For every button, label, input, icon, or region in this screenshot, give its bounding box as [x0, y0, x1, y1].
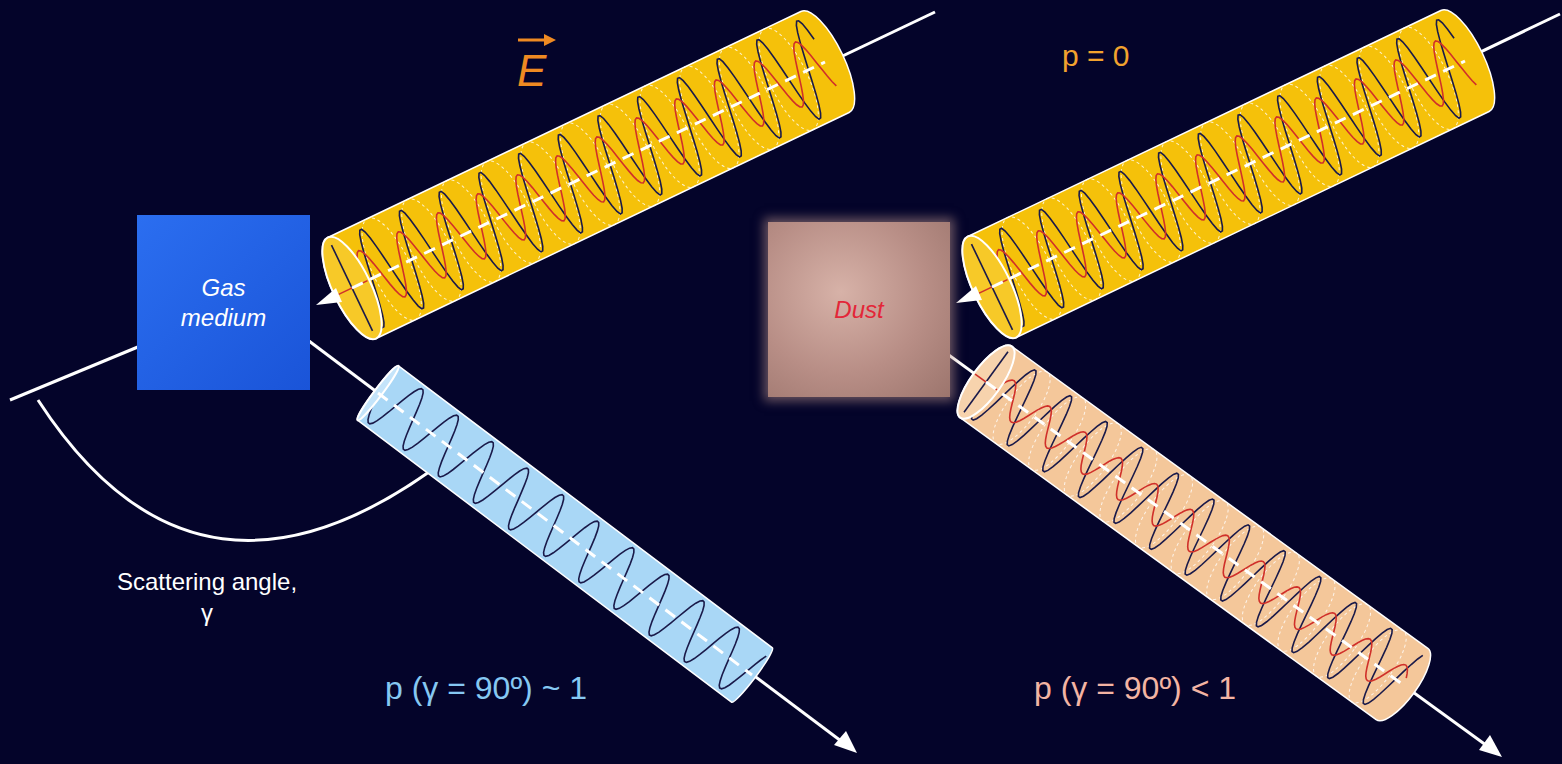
dust-box: Dust [768, 222, 950, 397]
e-field-wave [360, 369, 770, 699]
e-field-wave [976, 368, 1413, 699]
polarization-value: p (γ = 90º) < 1 [1034, 668, 1236, 710]
beam-body [951, 2, 1507, 345]
arrowhead [1479, 735, 1502, 757]
reference-ray [10, 344, 145, 400]
polarized-ribbon [354, 363, 775, 704]
medium-label: Gas medium [164, 273, 284, 333]
arrowhead [956, 286, 982, 303]
beam-axis [992, 61, 1465, 287]
e-field-wave [339, 34, 839, 316]
beam-axis [352, 62, 825, 288]
beam-body [354, 363, 775, 704]
gas-box: Gas medium [137, 215, 310, 390]
beam-axis [986, 382, 1402, 684]
e-field-wave [971, 17, 1486, 331]
light-beams [311, 2, 1507, 728]
arrowhead [834, 731, 857, 753]
e-field-wave [979, 33, 1479, 315]
scattered-ray [305, 338, 845, 744]
arrowhead [316, 288, 342, 305]
medium-label: Dust [834, 295, 883, 325]
beam-axis [378, 393, 752, 675]
vector-arrow [518, 34, 556, 46]
e-field-wave [963, 351, 1424, 715]
vector-symbol: E [517, 42, 546, 99]
angle-label: Scattering angle, γ [112, 566, 302, 628]
light-cylinder [951, 2, 1507, 345]
polarization-value: p = 0 [1062, 36, 1130, 75]
beam-body [948, 338, 1440, 729]
polarization-value: p (γ = 90º) ~ 1 [385, 668, 587, 710]
light-cylinder [948, 338, 1440, 729]
